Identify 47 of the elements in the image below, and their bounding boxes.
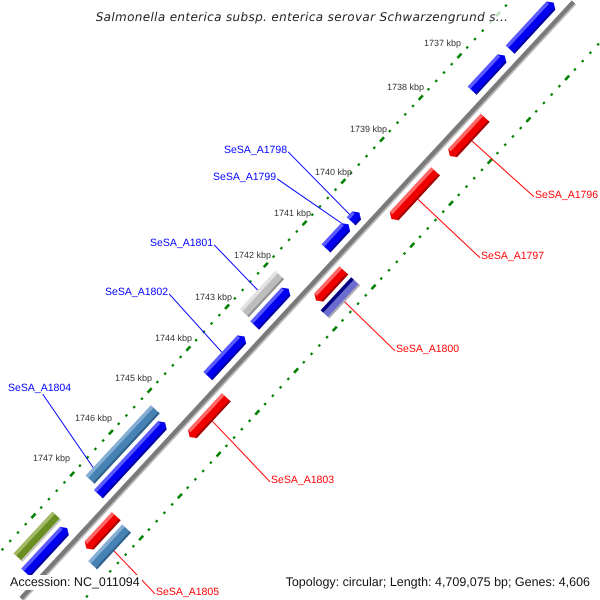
scale-label: 1745 kbp (114, 372, 152, 384)
gene-feature (506, 2, 556, 54)
gene-feature (346, 211, 362, 226)
scale-label: 1742 kbp (234, 250, 271, 260)
gene-block (88, 524, 132, 570)
gene-feature (203, 335, 246, 380)
gene-feature (188, 393, 231, 438)
gene-label: SeSA_A1801 (150, 236, 214, 250)
scale-label: 1740 kbp (314, 166, 352, 178)
leader-line (288, 151, 350, 215)
gene-label: SeSA_A1804 (8, 382, 72, 394)
scale-label: 1743 kbp (194, 292, 232, 302)
gene-block (320, 277, 360, 318)
gene-feature (250, 288, 290, 330)
leader-line (168, 293, 222, 353)
info-text: Topology: circular; Length: 4,709,075 bp; Genes: 4,606 (284, 574, 592, 590)
gene-label: SeSA_A1799 (213, 170, 276, 184)
gene-label: SeSA_A1797 (481, 250, 544, 262)
scale-label: 1744 kbp (154, 332, 192, 344)
gene-label: SeSA_A1800 (396, 342, 460, 356)
leader-line (344, 301, 396, 352)
scale-label: 1747 kbp (32, 452, 70, 464)
info-text: Accession: NC_011094 (8, 574, 142, 590)
scale-label: 1739 kbp (350, 124, 387, 134)
scale-label: 1746 kbp (74, 412, 112, 424)
gene-feature (322, 223, 350, 253)
gene-label: SeSA_A1802 (105, 286, 168, 298)
scale-label: 1741 kbp (274, 208, 311, 218)
leader-line (212, 420, 270, 482)
gene-label: SeSA_A1796 (535, 188, 598, 202)
leader-line (276, 178, 342, 224)
gene-label: SeSA_A1803 (271, 474, 334, 486)
gene-feature (94, 421, 167, 498)
title: Salmonella enterica subsp. enterica serovar Schwarzengrund s... (96, 10, 508, 24)
gene-label: SeSA_A1805 (156, 586, 220, 598)
gene-feature (21, 526, 69, 577)
scale-label: 1738 kbp (386, 82, 424, 92)
scale-label: 1737 kbp (424, 38, 461, 48)
leader-line (214, 244, 258, 290)
gene-feature (390, 167, 440, 220)
gene-label: SeSA_A1798 (224, 144, 288, 156)
leader-line (114, 550, 156, 594)
leader-line (42, 394, 94, 468)
gene-feature (468, 54, 506, 95)
leader-line (417, 198, 480, 258)
leader-line (471, 140, 534, 198)
gene-feature (448, 114, 490, 158)
